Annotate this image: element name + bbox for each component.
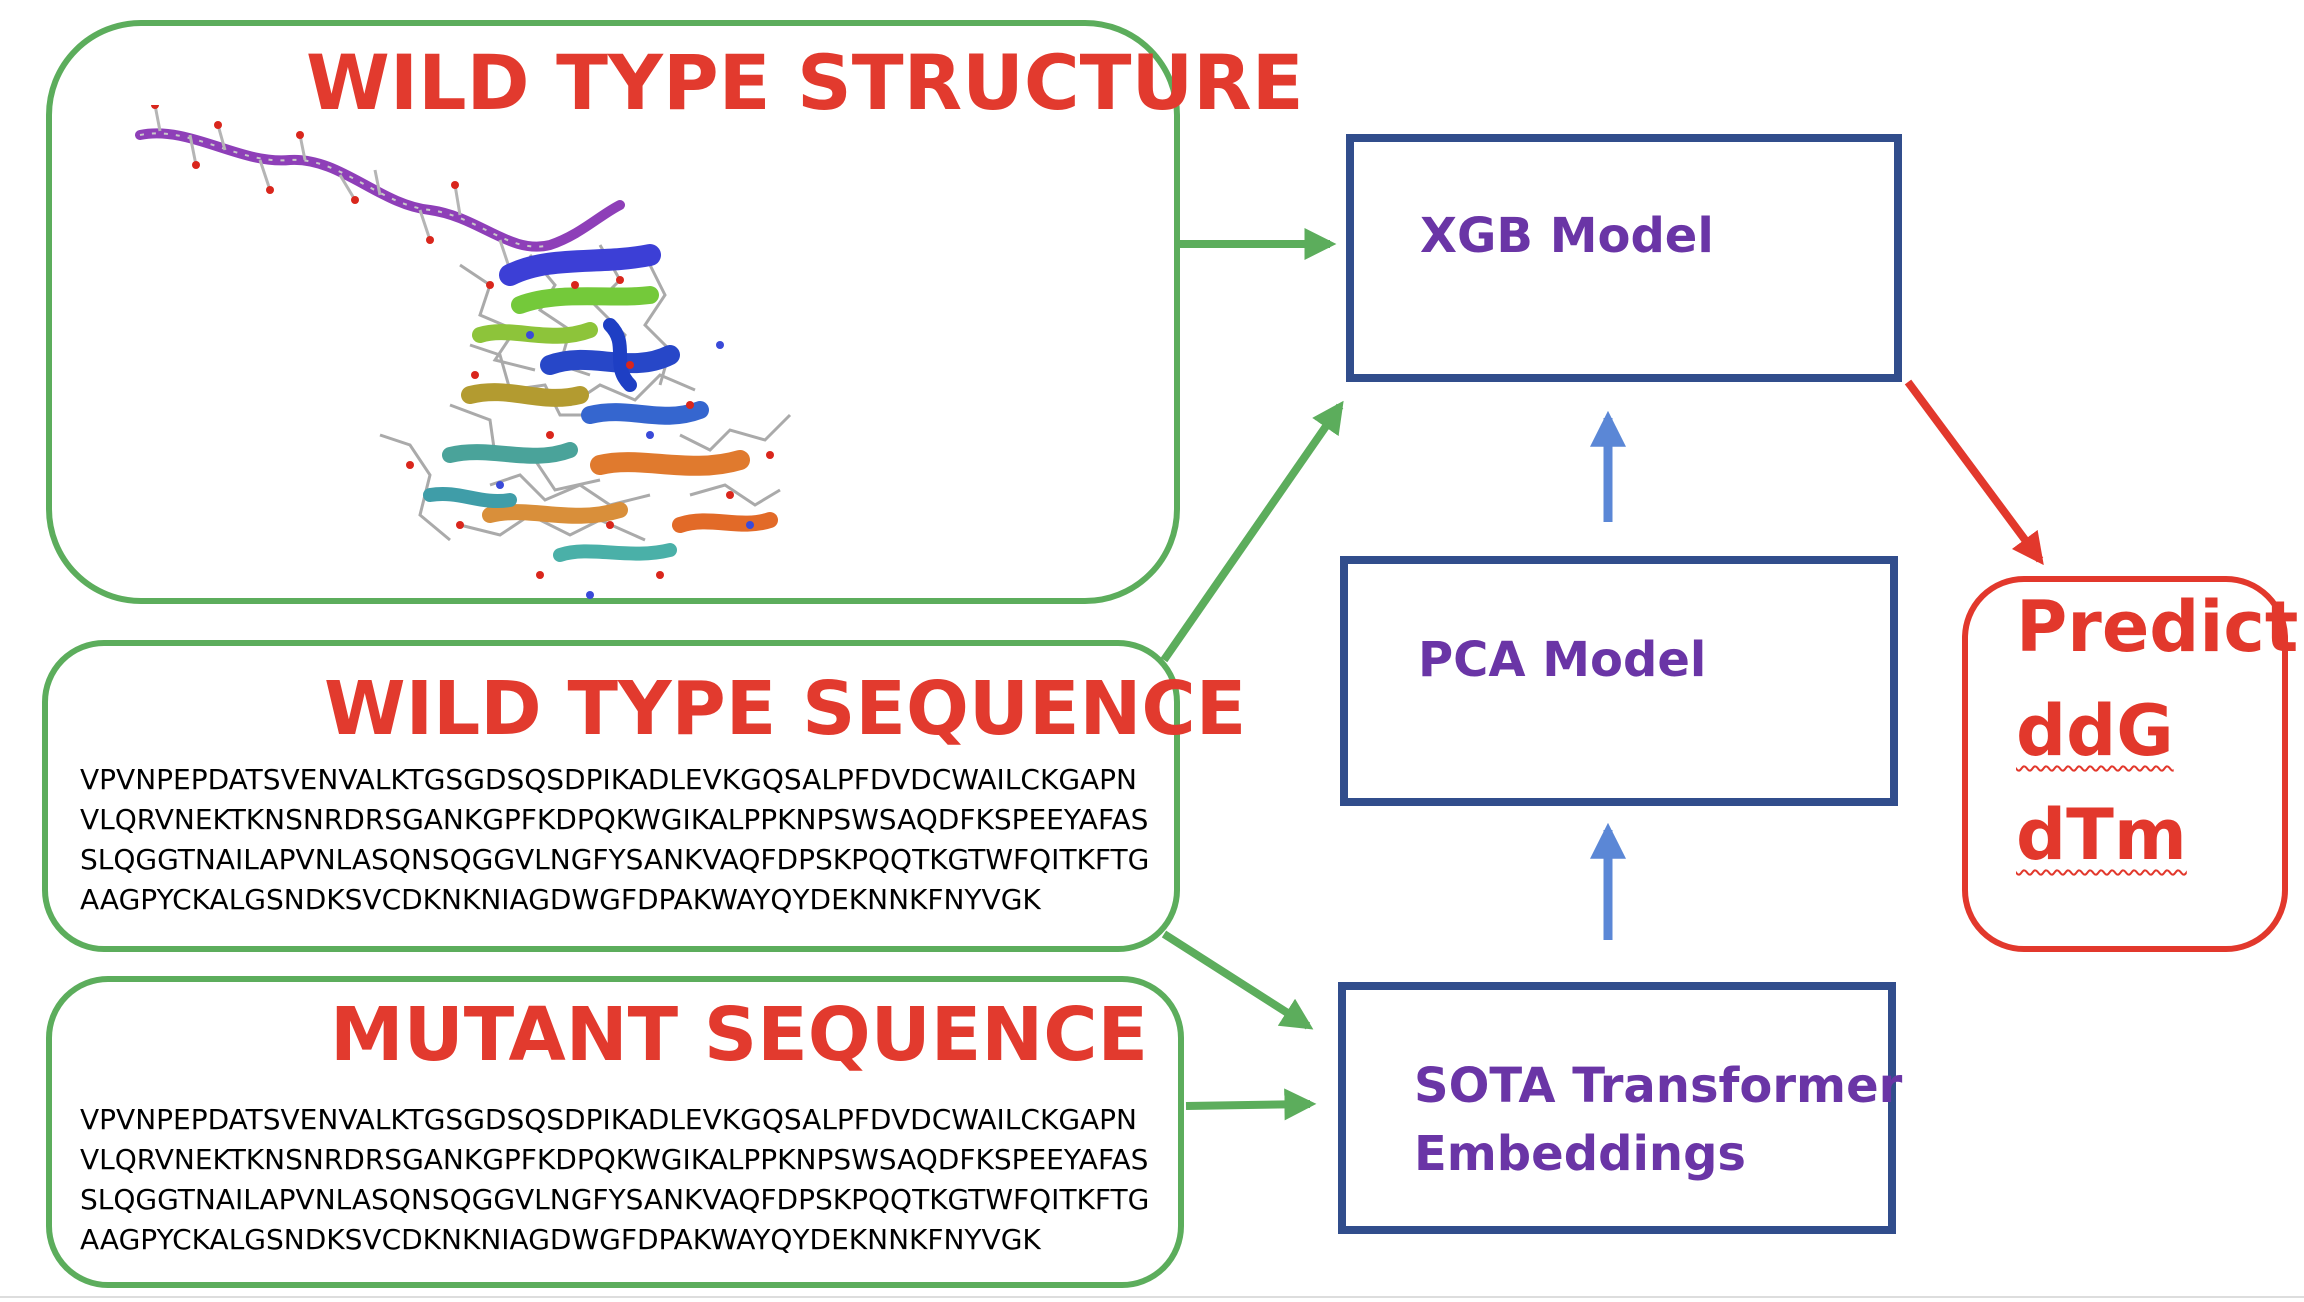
mutant-sequence-box xyxy=(46,976,1184,1288)
predict-label: Predict xyxy=(2016,586,2299,668)
mutant-sequence-line-2: VLQRVNEKTKNSNRDRSGANKGPFKDPQKWGIKALPPKNP… xyxy=(80,1143,1149,1176)
bottom-divider xyxy=(0,1296,2304,1298)
mutant-sequence-line-4: AAGPYCKALGSNDKSVCDKNKNIAGDWGFDPAKWAYQYDE… xyxy=(80,1223,1041,1256)
arrow-mutant-seq-to-sota xyxy=(1185,1088,1317,1121)
arrow-wt-seq-to-xgb xyxy=(1160,400,1344,663)
wild-type-sequence-title: WILD TYPE SEQUENCE xyxy=(324,666,1247,752)
predict-box xyxy=(1962,576,2288,952)
sota-transformer-label: SOTA Transformer xyxy=(1414,1058,1903,1114)
wild-type-structure-box xyxy=(46,20,1180,604)
wild-type-sequence-box xyxy=(42,640,1180,952)
wild-type-sequence-line-2: VLQRVNEKTKNSNRDRSGANKGPFKDPQKWGIKALPPKNP… xyxy=(80,803,1149,836)
mutant-sequence-line-3: SLQGGTNAILAPVNLASQNSQGGVLNGFYSANKVAQFDPS… xyxy=(80,1183,1150,1216)
mutant-sequence-title: MUTANT SEQUENCE xyxy=(330,992,1149,1078)
wild-type-sequence-line-1: VPVNPEPDATSVENVALKTGSGDSQSDPIKADLEVKGQSA… xyxy=(80,763,1137,796)
arrow-wt-seq-to-sota xyxy=(1161,930,1314,1030)
embeddings-label: Embeddings xyxy=(1414,1126,1746,1182)
dtm-label: dTm xyxy=(2016,794,2187,876)
ddg-label: ddG xyxy=(2016,690,2174,772)
xgb-model-label: XGB Model xyxy=(1420,208,1714,264)
mutant-sequence-line-1: VPVNPEPDATSVENVALKTGSGDSQSDPIKADLEVKGQSA… xyxy=(80,1103,1137,1136)
protein-structure-image xyxy=(135,105,792,599)
wild-type-structure-title: WILD TYPE STRUCTURE xyxy=(306,38,1304,127)
wild-type-sequence-line-3: SLQGGTNAILAPVNLASQNSQGGVLNGFYSANKVAQFDPS… xyxy=(80,843,1150,876)
pca-model-label: PCA Model xyxy=(1418,632,1707,688)
arrow-xgb-to-predict xyxy=(1904,379,2044,566)
sota-transformer-embeddings-box xyxy=(1338,982,1896,1234)
pca-model-box xyxy=(1340,556,1898,806)
xgb-model-box xyxy=(1346,134,1902,382)
wild-type-sequence-line-4: AAGPYCKALGSNDKSVCDKNKNIAGDWGFDPAKWAYQYDE… xyxy=(80,883,1041,916)
